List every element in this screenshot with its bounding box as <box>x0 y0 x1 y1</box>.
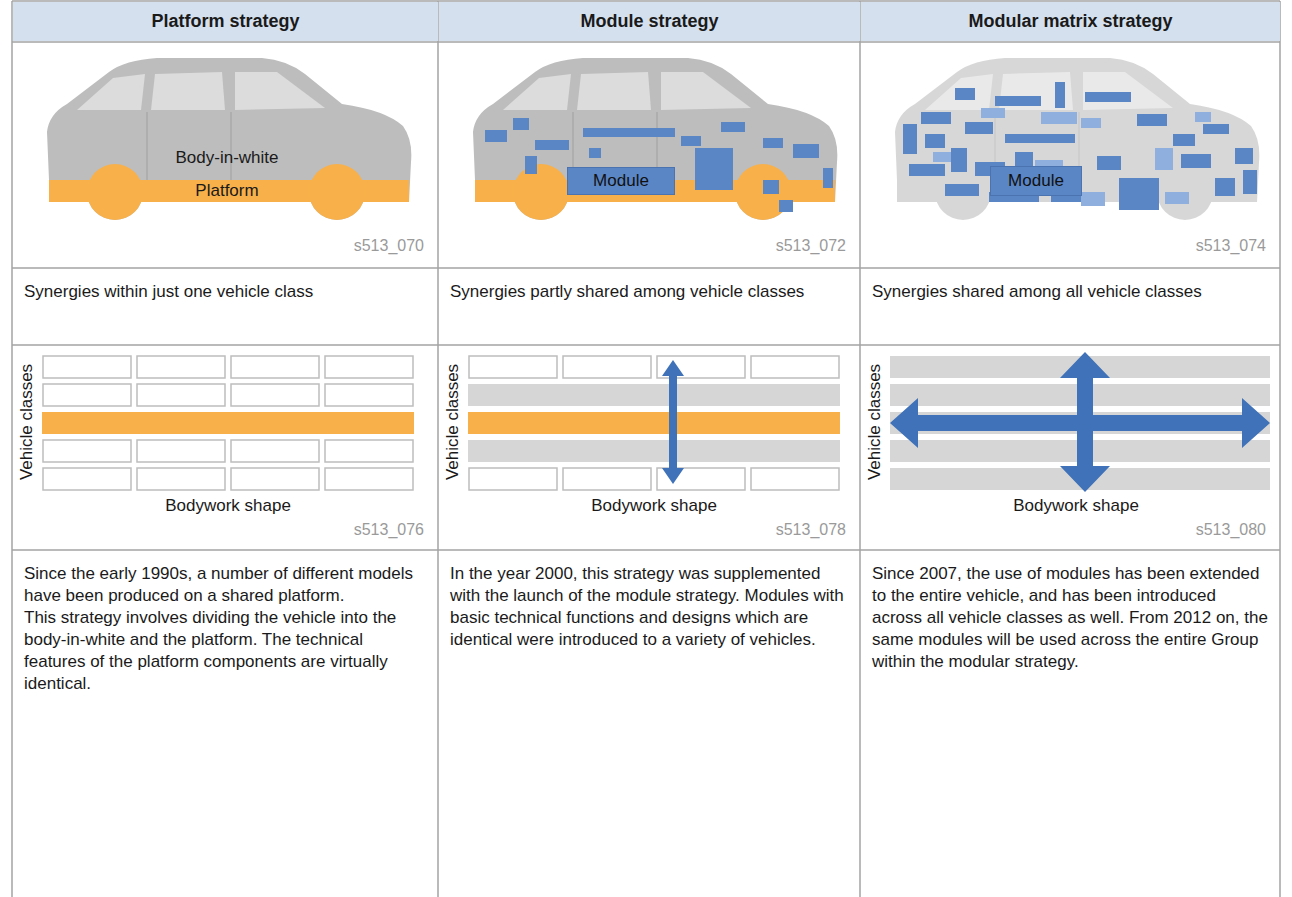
car-module <box>463 52 843 222</box>
node-text: Synergies within just one vehicle class <box>24 281 426 303</box>
node-text: In the year 2000, this strategy was supp… <box>450 563 848 651</box>
node-text: Synergies partly shared among vehicle cl… <box>450 281 848 303</box>
matrix-modular <box>890 352 1270 492</box>
axis-label: Vehicle classes <box>17 364 37 480</box>
node-text: Module <box>593 171 649 191</box>
figure-code: s513_070 <box>354 237 424 255</box>
node-text: Since the early 1990s, a number of diffe… <box>24 563 426 607</box>
description-cell: Since 2007, the use of modules has been … <box>860 551 1280 685</box>
node-text: Platform strategy <box>151 11 299 32</box>
figure-code: s513_078 <box>776 521 846 539</box>
node-text: Synergies shared among all vehicle class… <box>872 281 1268 303</box>
part-label: Body-in-white <box>176 148 279 168</box>
header-cell: Platform strategy <box>13 2 438 41</box>
axis-label: Bodywork shape <box>1013 496 1139 516</box>
synergy-cell: Synergies shared among all vehicle class… <box>860 269 1280 315</box>
axis-label: Vehicle classes <box>443 364 463 480</box>
node-text: Modular matrix strategy <box>968 11 1172 32</box>
matrix-module <box>468 352 848 492</box>
figure-code: s513_076 <box>354 521 424 539</box>
node-text: This strategy involves dividing the vehi… <box>24 607 426 695</box>
description-cell: Since the early 1990s, a number of diffe… <box>12 551 438 708</box>
node-text: Module strategy <box>580 11 718 32</box>
figure-code: s513_080 <box>1196 521 1266 539</box>
figure-code: s513_072 <box>776 237 846 255</box>
car-matrix <box>885 52 1265 222</box>
synergy-cell: Synergies within just one vehicle class <box>12 269 438 315</box>
axis-label: Bodywork shape <box>165 496 291 516</box>
module-box: Module <box>990 166 1082 196</box>
figure-code: s513_074 <box>1196 237 1266 255</box>
node-text: Module <box>1008 171 1064 191</box>
axis-label: Bodywork shape <box>591 496 717 516</box>
synergy-cell: Synergies partly shared among vehicle cl… <box>438 269 860 315</box>
module-box: Module <box>567 167 675 195</box>
description-cell: In the year 2000, this strategy was supp… <box>438 551 860 663</box>
header-cell: Module strategy <box>439 2 860 41</box>
header-cell: Modular matrix strategy <box>861 2 1280 41</box>
matrix-platform <box>42 352 422 492</box>
axis-label: Vehicle classes <box>865 364 885 480</box>
part-label: Platform <box>195 181 258 201</box>
node-text: Since 2007, the use of modules has been … <box>872 563 1268 673</box>
